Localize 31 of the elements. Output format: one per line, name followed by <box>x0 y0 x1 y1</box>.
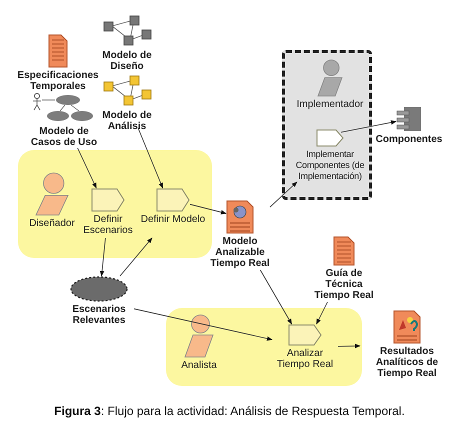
dashed-group-box <box>282 50 372 200</box>
arrow <box>134 308 273 341</box>
caption: Figura 3: Flujo para la actividad: Análisis de Respuesta Temporal. <box>53 403 406 420</box>
node-label: Analizar Tiempo Real <box>276 348 334 370</box>
arrow <box>120 238 152 276</box>
node-label: Definir Modelo <box>140 214 206 225</box>
arrow <box>100 238 106 277</box>
swimlane-band <box>18 150 212 258</box>
swimlane-band <box>166 308 362 386</box>
node-label: Componentes <box>376 134 442 145</box>
node-label: Definir Escenarios <box>82 214 134 236</box>
arrow <box>77 148 97 188</box>
arrow <box>270 182 298 208</box>
arrow <box>340 120 397 133</box>
node-label: Modelo de Análisis <box>101 110 153 132</box>
node-label: Resultados Analíticos de Tiempo Real <box>374 346 440 379</box>
arrow <box>338 344 361 348</box>
node-label: Especificaciones Temporales <box>16 70 100 92</box>
arrow <box>260 270 292 324</box>
node-label: Implementar Componentes (de Implementación) <box>294 149 366 182</box>
node-label: Modelo de Casos de Uso <box>30 126 98 148</box>
node-label: Analista <box>181 360 217 371</box>
node-label: Implementador <box>296 99 364 110</box>
arrow <box>190 204 227 214</box>
arrow <box>138 128 164 189</box>
node-label: Guía de Técnica Tiempo Real <box>313 268 375 301</box>
node-label: Diseñador <box>29 218 75 229</box>
node-label: Escenarios Relevantes <box>71 304 127 326</box>
arrow <box>316 302 328 324</box>
node-label: Modelo de Diseño <box>101 50 153 72</box>
node-label: Modelo Analizable Tiempo Real <box>210 236 270 269</box>
